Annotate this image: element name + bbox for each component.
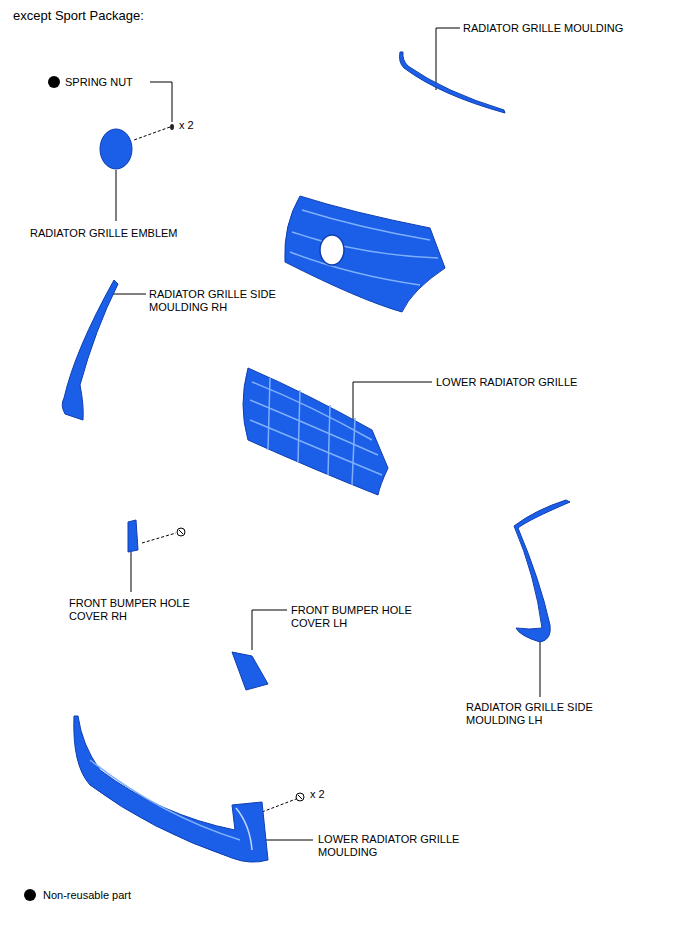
leader-line [112,294,146,295]
part-name: RADIATOR GRILLE EMBLEM [30,227,178,240]
radiator-grille [285,196,445,312]
quantity: x 2 [310,788,325,801]
leader-line [150,82,172,122]
part-name: LOWER RADIATOR GRILLE [436,376,577,389]
spring-nut [170,124,174,130]
leader-line [131,552,132,592]
leader-line [540,642,541,697]
part-name: FRONT BUMPER HOLE COVER RH [69,597,209,623]
leader-line [436,28,460,90]
leader-line [353,382,432,428]
side-moulding-lh [514,500,570,642]
quantity: x 2 [179,119,194,132]
hole-cover-lh [232,652,268,690]
lower-grille-moulding [74,716,268,862]
screw [296,793,304,801]
legend-text: Non-reusable part [43,889,131,902]
part-name: RADIATOR GRILLE SIDE MOULDING RH [149,288,309,314]
hole-cover-rh [128,520,138,552]
grille-moulding [400,52,506,113]
leader-line [116,170,117,221]
part-name: SPRING NUT [65,76,133,89]
page-heading: except Sport Package: [13,8,144,23]
grille-emblem [100,129,132,169]
non-reusable-mark [48,76,60,88]
part-name: FRONT BUMPER HOLE COVER LH [291,604,431,630]
part-name: LOWER RADIATOR GRILLE MOULDING [318,833,493,859]
leader-line [262,840,313,841]
dashed-line [262,799,296,812]
lower-grille [243,368,388,495]
screw [177,528,185,536]
dashed-line [134,127,170,140]
part-name: RADIATOR GRILLE SIDE MOULDING LH [466,701,626,727]
dashed-line [142,533,176,543]
side-moulding-rh [62,280,118,420]
part-name: RADIATOR GRILLE MOULDING [463,22,623,35]
legend-symbol [24,889,36,901]
leader-line [252,610,287,650]
